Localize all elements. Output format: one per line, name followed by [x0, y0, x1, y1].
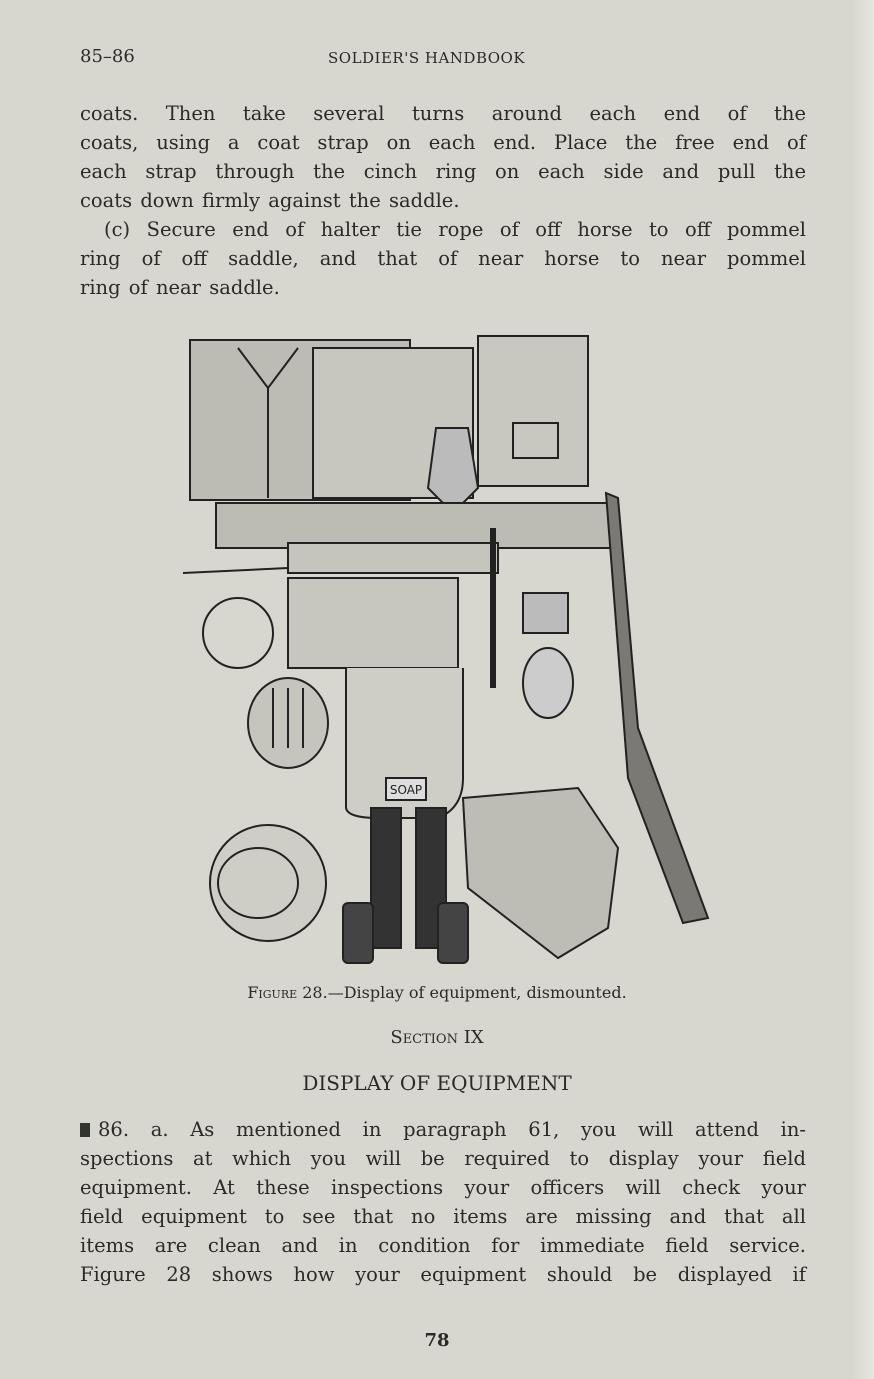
text-line: field equipment to see that no items are…: [80, 1205, 806, 1228]
text-line: items are clean and in condition for imm…: [80, 1234, 806, 1257]
canteen-icon: [522, 647, 574, 719]
soap-label: SOAP: [390, 783, 422, 797]
text-line: ring of off saddle, and that of near hor…: [80, 247, 806, 270]
section-label: Section: [390, 1027, 458, 1048]
gas-mask-icon: [461, 786, 620, 960]
canteen-cup-icon: [202, 597, 274, 669]
undershirt-icon: [477, 335, 589, 487]
figure-label: Figure: [247, 983, 298, 1002]
figure-caption-text: 28.—Display of equipment, dismounted.: [302, 983, 627, 1002]
text-line: each strap through the cinch ring on eac…: [80, 160, 806, 183]
helmet-icon: [209, 824, 327, 942]
rifle-icon: [604, 491, 710, 925]
text-line: ring of near saddle.: [80, 276, 280, 299]
towel-icon: [287, 577, 459, 669]
text-line: 86. a. As mentioned in paragraph 61, you…: [80, 1118, 806, 1141]
shovel-icon: [426, 427, 480, 515]
cartridge-belt-icon: [215, 502, 617, 549]
page-edge: [852, 0, 874, 1379]
text-line: Figure 28 shows how your equipment shoul…: [80, 1263, 806, 1286]
running-title: SOLDIER'S HANDBOOK: [328, 49, 526, 67]
page-range: 85–86: [80, 46, 135, 67]
equipment-illustration: SOAP: [182, 335, 710, 964]
section-number: Section IX: [0, 1027, 874, 1048]
text-line: coats. Then take several turns around ea…: [80, 102, 806, 125]
text-line: spections at which you will be required …: [80, 1147, 806, 1170]
section-heading: DISPLAY OF EQUIPMENT: [302, 1071, 572, 1095]
figure-caption: Figure 28.—Display of equipment, dismoun…: [0, 983, 874, 1002]
text-line: coats down firmly against the saddle.: [80, 189, 460, 212]
paragraph-86-first-line: 86. a. As mentioned in paragraph 61, you…: [98, 1118, 806, 1141]
leggings-icon: [370, 807, 402, 949]
text-line: equipment. At these inspections your off…: [80, 1176, 806, 1199]
page-number: 78: [424, 1330, 450, 1351]
text-line: (c) Secure end of halter tie rope of off…: [104, 218, 806, 241]
toilet-kit-icon: [345, 668, 464, 819]
canteen-cover-icon: [522, 592, 569, 634]
text-line: coats, using a coat strap on each end. P…: [80, 131, 806, 154]
section-numeral: IX: [463, 1027, 484, 1048]
paragraph-marker-icon: [80, 1123, 90, 1137]
